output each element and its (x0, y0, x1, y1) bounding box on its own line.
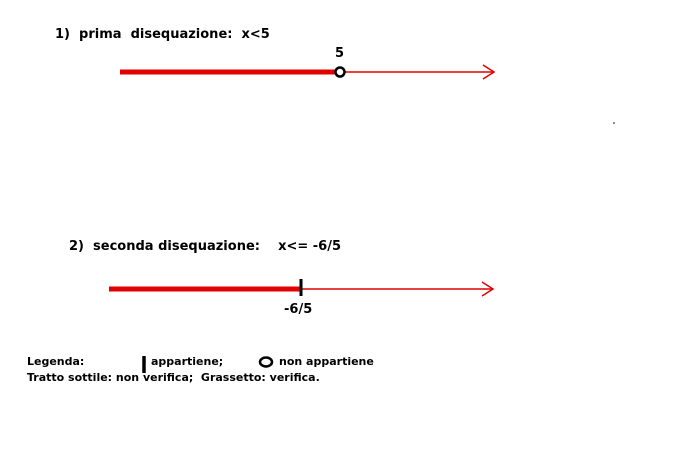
stray-dot (613, 122, 615, 124)
exercise-1-title: 1) prima disequazione: x<5 (55, 27, 270, 42)
number-line-1-arrowhead (482, 64, 496, 80)
legend-belongs-text: appartiene; (151, 355, 224, 368)
number-line-2 (109, 279, 495, 297)
exercise-2-point-label: -6/5 (284, 302, 313, 317)
number-line-1 (120, 64, 496, 80)
legend-not-belongs-text: non appartiene (279, 355, 374, 368)
legend-line-note: Tratto sottile: non verifica; Grassetto:… (27, 371, 320, 384)
exercise-2-title: 2) seconda disequazione: x<= -6/5 (69, 239, 341, 254)
exercise-1-point-label: 5 (335, 46, 345, 61)
number-line-2-arrowhead (481, 281, 495, 297)
open-circle-marker (334, 66, 346, 78)
legend-circle-icon (258, 356, 274, 368)
legend-label: Legenda: (27, 355, 85, 368)
